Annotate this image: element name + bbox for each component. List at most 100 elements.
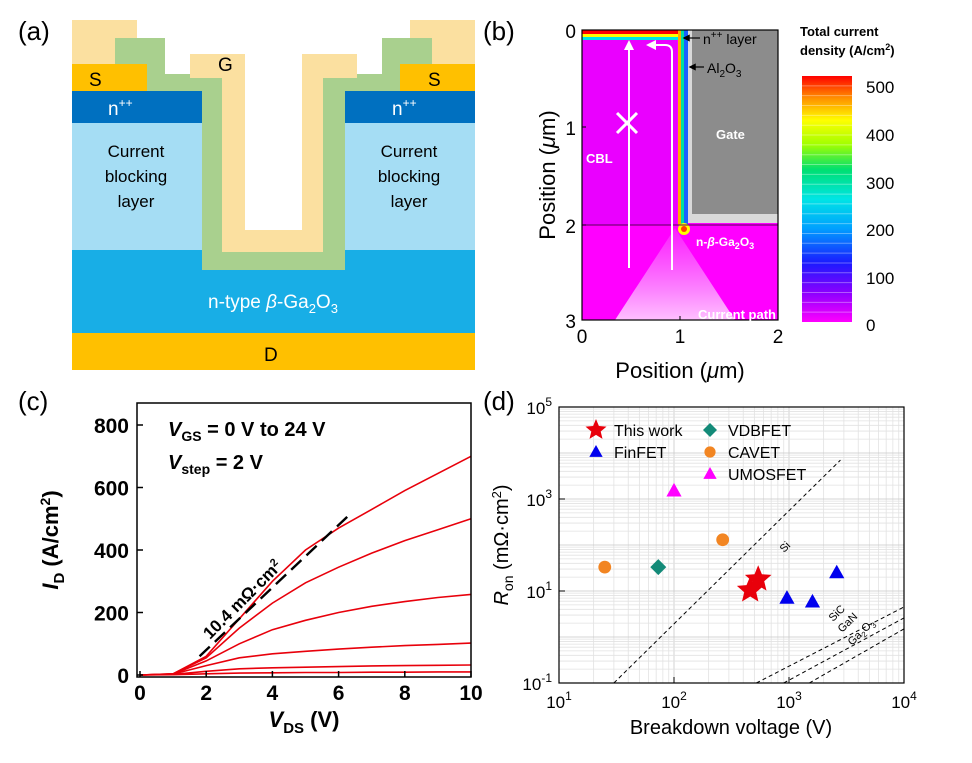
colorbar-stripes [802, 85, 852, 313]
current-path-glow [615, 228, 735, 320]
colorbar-tick-400: 400 [866, 126, 894, 145]
iv-xtick-label: 6 [333, 682, 345, 705]
map-xtick-1: 1 [675, 327, 686, 348]
nlayer-label: n++ layer [703, 30, 757, 47]
log-xtick-label: 102 [661, 689, 687, 712]
drain-electrode [72, 333, 475, 370]
marker-vdbfet-0 [650, 559, 667, 576]
source-label-right: S [428, 70, 441, 91]
legend-label-this-work: This work [614, 423, 683, 440]
log-xlabel: Breakdown voltage (V) [630, 717, 832, 739]
oxide-step-right [382, 56, 410, 74]
cbl-text-right: Current blocking layer [378, 142, 440, 211]
colorbar-tick-0: 0 [866, 316, 875, 335]
cbl-right-line2: blocking [378, 167, 440, 186]
iv-ylabel: ID (A/cm2) [37, 490, 68, 589]
iv-plot-frame [136, 402, 472, 678]
map-x-ticks: 0 1 2 [577, 316, 784, 348]
colorbar-tick-500: 500 [866, 78, 894, 97]
vstep-annotation: Vstep = 2 V [168, 452, 264, 477]
channel-band-2 [681, 30, 684, 225]
drain-label: D [264, 345, 278, 366]
marker-cavet-1 [716, 533, 730, 547]
iv-curve-1 [139, 518, 472, 676]
limit-line-0 [613, 459, 841, 683]
colorbar [802, 76, 852, 322]
legend-marker-finfet [589, 445, 603, 457]
iv-xtick-label: 2 [200, 682, 212, 705]
iv-xtick-label: 0 [134, 682, 146, 705]
cbl-right-line1: Current [381, 142, 438, 161]
iv-xtick-label: 10 [459, 682, 482, 705]
cbl-text-left: Current blocking layer [105, 142, 167, 211]
panel-a: (a) S S G D n++ n++ Current blocking lay… [18, 16, 475, 370]
marker-finfet-2 [829, 564, 845, 579]
gate-label: G [218, 55, 233, 76]
legend-label-finfet: FinFET [614, 445, 667, 462]
colorbar-title-line1: Total current [800, 24, 879, 39]
gate-oxide-trench [202, 78, 345, 270]
cbl-right [345, 123, 475, 250]
gate-metal-trench [222, 77, 323, 252]
panel-label-c: (c) [18, 386, 48, 416]
panel-label-b: (b) [483, 16, 515, 46]
map-ytick-1: 1 [565, 119, 576, 140]
panel-label-a: (a) [18, 16, 50, 46]
legend-label-umosfet: UMOSFET [728, 467, 806, 484]
nplus-right [345, 91, 475, 123]
log-ytick-label: 101 [526, 579, 552, 602]
hot-band-1 [582, 30, 682, 34]
map-ytick-0: 0 [565, 22, 576, 43]
map-xtick-0: 0 [577, 327, 588, 348]
iv-xtick-label: 8 [399, 682, 411, 705]
limit-line-2 [783, 617, 904, 683]
gate-map-label: Gate [716, 127, 745, 142]
marker-cavet-0 [598, 560, 612, 574]
iv-ytick-label: 200 [94, 603, 129, 626]
log-xtick-label: 101 [546, 689, 572, 712]
gate-region-map [692, 30, 778, 214]
iv-ytick-label: 400 [94, 540, 129, 563]
nplus-left [72, 91, 202, 123]
log-ytick-label: 10-1 [522, 671, 552, 694]
cbl-map-label: CBL [586, 151, 613, 166]
vgs-annotation: VGS = 0 V to 24 V [168, 419, 326, 444]
channel-band-1 [678, 30, 681, 225]
iv-curve-5 [139, 671, 471, 676]
oxide-label: Al2O3 [707, 60, 742, 80]
log-plot-frame [558, 406, 905, 684]
blocked-x-icon [615, 111, 639, 135]
source-metal-left-lower [72, 38, 115, 64]
iv-ytick-label: 800 [94, 415, 129, 438]
colorbar-ticks: 500 400 300 200 100 0 [866, 78, 894, 335]
log-xtick-label: 104 [891, 689, 917, 712]
marker-finfet-1 [804, 593, 821, 608]
source-metal-left [72, 20, 137, 38]
map-ytick-2: 2 [565, 217, 576, 238]
iv-ytick-label: 0 [117, 665, 129, 688]
marker-this-work-0 [736, 576, 764, 602]
iv-curve-4 [139, 664, 472, 676]
colorbar-tick-300: 300 [866, 174, 894, 193]
log-ytick-label: 105 [526, 395, 552, 418]
iv-curves [139, 455, 472, 676]
map-xtick-2: 2 [773, 327, 784, 348]
cbl-left-line2: blocking [105, 167, 167, 186]
ron-fit-line [198, 511, 353, 658]
colorbar-title-line2: density (A/cm2) [800, 42, 895, 58]
nplus-label-left: n++ [108, 96, 133, 120]
iv-curve-2 [139, 593, 472, 676]
marker-umosfet-0 [666, 482, 682, 497]
map-y-ticks: 0 1 2 3 [565, 22, 586, 333]
source-left [72, 64, 147, 91]
hot-band-2 [582, 34, 682, 37]
legend-label-cavet: CAVET [728, 445, 780, 462]
source-metal-right-lower [432, 38, 475, 64]
channel-band-3 [684, 30, 688, 225]
